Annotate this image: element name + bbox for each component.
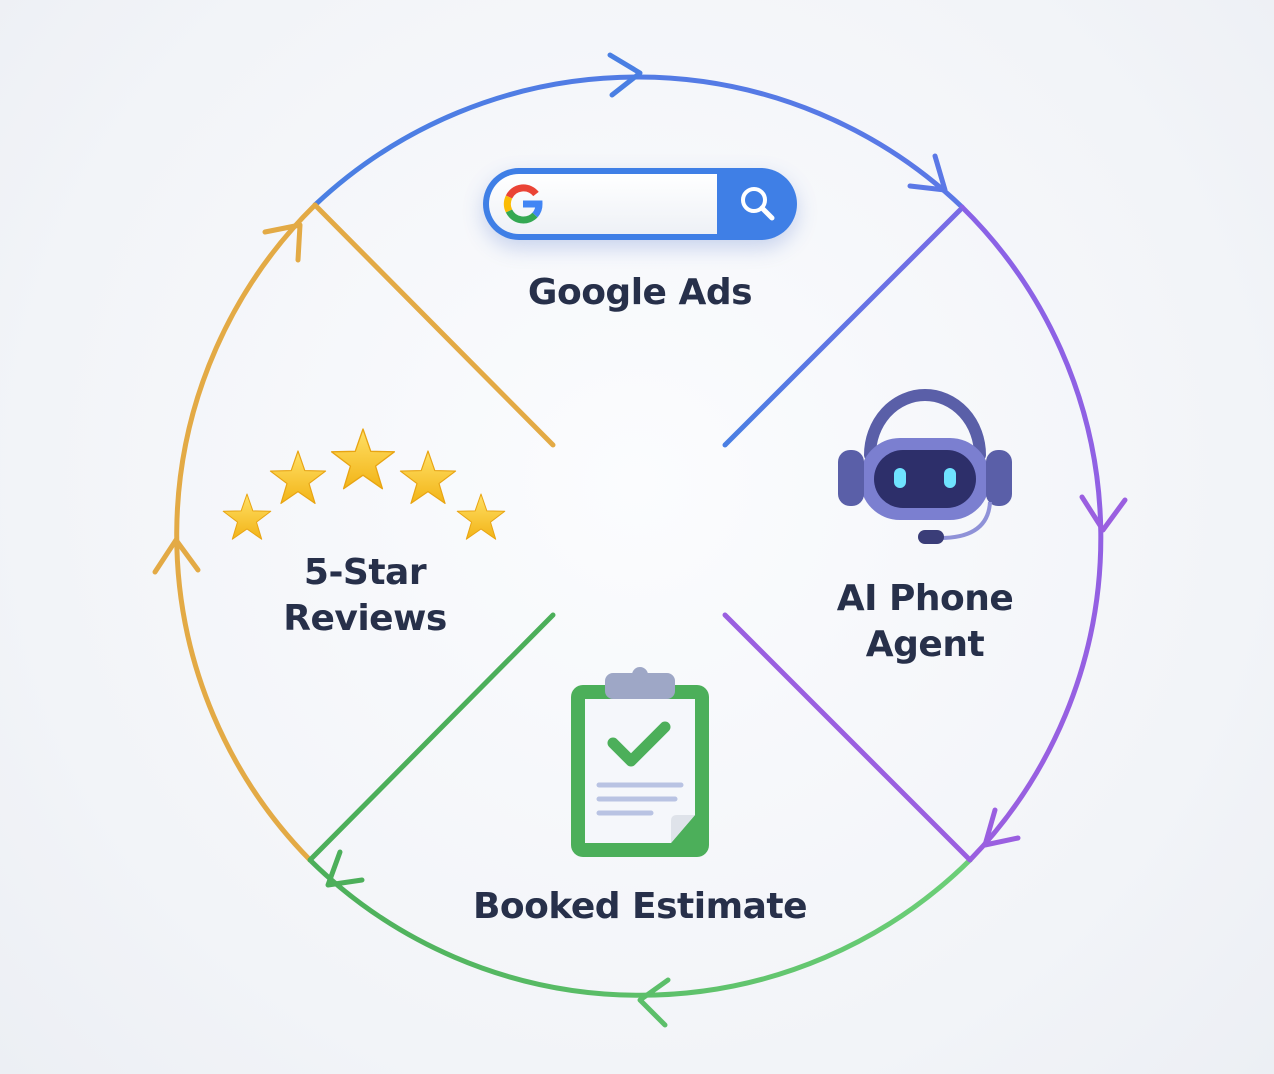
label-line: AI Phone xyxy=(836,578,1014,619)
stage-label-google-ads: Google Ads xyxy=(527,272,753,313)
arrow-icon xyxy=(982,807,1021,848)
stage-label-ai-phone-agent: AI Phone Agent xyxy=(800,576,1050,668)
star-icon xyxy=(332,429,395,489)
robot-headset-icon xyxy=(838,389,1012,544)
star-icon xyxy=(223,494,271,539)
arrow-icon xyxy=(637,977,671,1028)
five-stars-icon xyxy=(215,420,515,550)
label-line: Reviews xyxy=(283,598,447,639)
arc-right xyxy=(959,204,1104,863)
divider-purple xyxy=(722,612,973,863)
arrow-icon xyxy=(907,153,948,193)
arrow-icon xyxy=(607,52,643,98)
arrow-icon xyxy=(152,537,201,575)
stage-label-booked-estimate: Booked Estimate xyxy=(472,886,808,927)
arrow-icon xyxy=(262,222,303,263)
google-g-icon xyxy=(503,184,543,224)
divider-green xyxy=(307,612,556,863)
arrow-icon xyxy=(325,849,365,888)
star-icon xyxy=(457,494,505,539)
stage-label-5-star-reviews: 5-Star Reviews xyxy=(245,550,485,642)
arc-bottom xyxy=(307,857,973,998)
search-icon xyxy=(741,187,775,221)
label-line: 5-Star xyxy=(303,552,427,593)
divider-orange xyxy=(312,202,556,448)
google-search-bar-icon xyxy=(483,168,797,240)
arc-left xyxy=(174,202,318,863)
arrow-icon xyxy=(1079,494,1128,533)
star-icon xyxy=(400,451,455,503)
clipboard-check-icon xyxy=(571,667,709,857)
label-line: Agent xyxy=(865,624,985,665)
star-icon xyxy=(270,451,325,503)
divider-blue xyxy=(722,207,963,448)
